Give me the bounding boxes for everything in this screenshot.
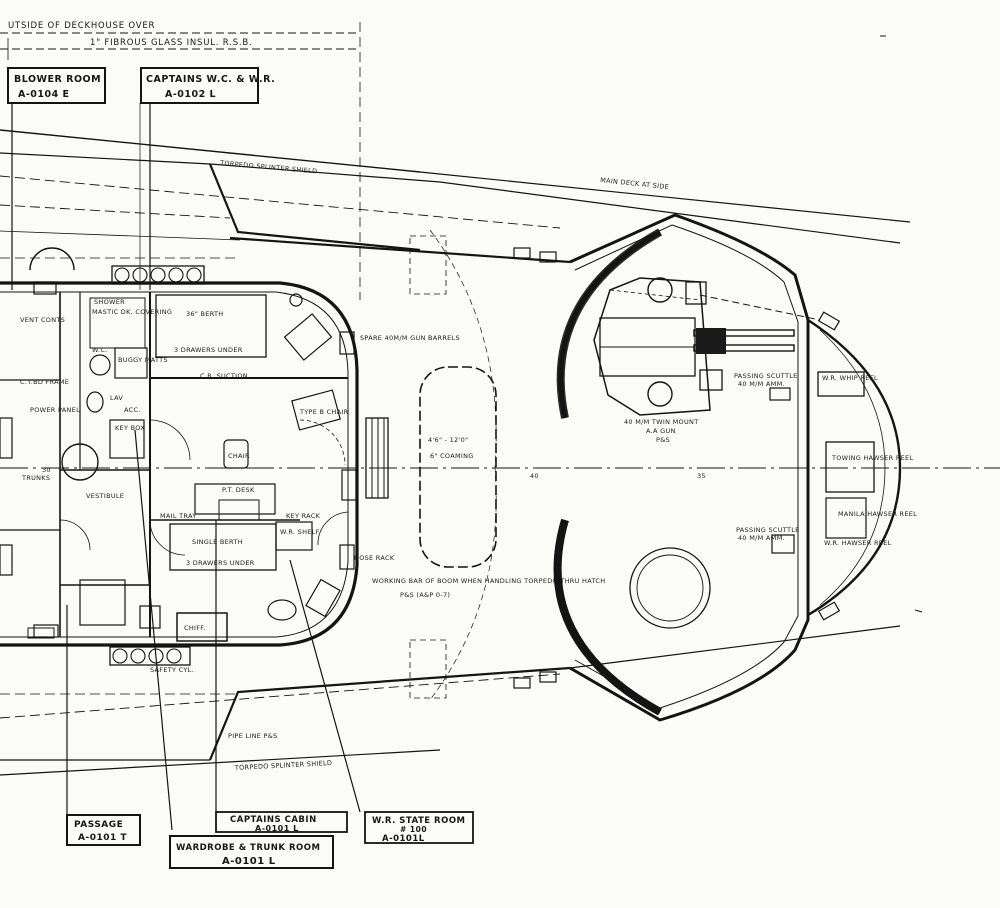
frame-30: 30 — [42, 466, 51, 474]
vestibule-label: VESTIBULE — [86, 492, 124, 500]
passage-box: PASSAGE A-0101 T — [66, 814, 141, 846]
mastic-label: MASTIC DK. COVERING — [92, 308, 172, 316]
chiff-label: CHIFF. — [184, 624, 206, 632]
note-outside-deckhouse: UTSIDE OF DECKHOUSE OVER — [8, 21, 155, 31]
gun-tub: 40 M/M TWIN MOUNT A.A GUN P&S PASSING SC… — [513, 213, 917, 722]
wardrobe-code: A-0101 L — [222, 856, 276, 867]
cr-suction-label: C.R. SUCTION — [200, 372, 248, 380]
buggy-matts-label: BUGGY MATTS — [118, 356, 168, 364]
spare-barrels-label: SPARE 40M/M GUN BARRELS — [360, 334, 460, 342]
berth36-label: 36" BERTH — [186, 310, 224, 318]
shower-label: SHOWER — [94, 298, 125, 306]
key-rack-label: KEY RACK — [286, 512, 321, 520]
wr-shelf-label: W.R. SHELF — [280, 528, 320, 536]
wardrobe-title: WARDROBE & TRUNK ROOM — [176, 843, 320, 853]
deckhouse-labels: SHOWER MASTIC DK. COVERING 36" BERTH 3 D… — [20, 298, 605, 674]
single-berth-label: SINGLE BERTH — [192, 538, 243, 546]
mail-tray-label: MAIL TRAY — [160, 512, 197, 520]
gun-title: 40 M/M TWIN MOUNT — [624, 418, 698, 426]
wr-hawser-label: W.R. HAWSER REEL — [824, 539, 892, 547]
gun-sub: A.A GUN — [646, 427, 676, 435]
vent-conts-label: VENT CONTS — [20, 316, 65, 324]
captains-wc-box: CAPTAINS W.C. & W.R. A-0102 L — [140, 67, 275, 104]
main-deck-at-side-label: MAIN DECK AT SIDE — [600, 176, 670, 191]
wr-whip-label: W.R. WHIP REEL — [822, 374, 878, 382]
captains-wc-code: A-0102 L — [165, 89, 216, 100]
pt-desk-label: P.T. DESK — [222, 486, 255, 494]
working-bar-label: WORKING BAR OF BOOM WHEN HANDLING TORPED… — [372, 577, 605, 585]
drawers-under-label: 3 DRAWERS UNDER — [174, 346, 243, 354]
bottom-leaders — [66, 429, 361, 831]
wr-state-room-code: A-0101L — [382, 834, 425, 844]
passage-code: A-0101 T — [78, 833, 127, 843]
acc-label: ACC. — [124, 406, 141, 414]
bottom-bitts — [109, 646, 191, 666]
manila-label: MANILA HAWSER REEL — [838, 510, 917, 518]
drawers-under2-label: 3 DRAWERS UNDER — [186, 559, 255, 567]
lav-label: LAV — [110, 394, 123, 402]
safety-cyl-label: SAFETY CYL. — [150, 666, 194, 674]
pipe-line-label: PIPE LINE P&S — [228, 732, 278, 740]
blower-room-title: BLOWER ROOM — [14, 74, 101, 85]
captains-cabin-title: CAPTAINS CABIN — [230, 815, 317, 825]
note-fibrous-glass: 1" FIBROUS GLASS INSUL. R.S.B. — [90, 38, 253, 48]
passing-scuttle-top2: 40 M/M AMM. — [738, 380, 785, 388]
frame-35: 35 — [697, 472, 706, 480]
captains-cabin-box: CAPTAINS CABIN A-0101 L — [215, 811, 348, 833]
captains-cabin-code: A-0101 L — [255, 824, 299, 833]
coaming-label: 6" COAMING — [430, 452, 474, 460]
passing-scuttle-bot: PASSING SCUTTLE — [736, 526, 800, 534]
hose-rack-label: HOSE RACK — [354, 554, 395, 562]
towing-label: TOWING HAWSER REEL — [831, 454, 913, 462]
torpedo-shield-top-label: TORPEDO SPLINTER SHIELD — [219, 159, 318, 176]
top-bitts — [111, 265, 205, 285]
captains-wc-title: CAPTAINS W.C. & W.R. — [146, 74, 275, 85]
top-header-notes: UTSIDE OF DECKHOUSE OVER 1" FIBROUS GLAS… — [0, 21, 361, 300]
power-panel-label: POWER PANEL — [30, 406, 80, 414]
blower-room-code: A-0104 E — [18, 89, 70, 100]
wr-state-room-num: # 100 — [400, 825, 427, 834]
gun-side: P&S — [656, 436, 670, 444]
deckhouse — [0, 247, 389, 666]
wr-state-room-box: W.R. STATE ROOM # 100 A-0101L — [364, 811, 474, 844]
type-chair-label: TYPE B CHAIR — [299, 408, 349, 416]
trunks-label: TRUNKS — [21, 474, 50, 482]
passing-scuttle-bot2: 40 M/M AMM. — [738, 534, 785, 542]
passage-title: PASSAGE — [74, 820, 123, 830]
key-box-label: KEY BOX — [115, 424, 145, 432]
wardrobe-box: WARDROBE & TRUNK ROOM A-0101 L — [169, 835, 334, 869]
frame-40: 40 — [530, 472, 539, 480]
hatch-coaming: 4'6" - 12'0" 6" COAMING — [409, 229, 497, 701]
wc-label: W.C. — [92, 346, 108, 354]
passing-scuttle-top: PASSING SCUTTLE — [734, 372, 798, 380]
ctbd-frame-label: C.T.BD FRAME — [20, 378, 69, 386]
coaming-dims: 4'6" - 12'0" — [428, 436, 468, 444]
blower-room-box: BLOWER ROOM A-0104 E — [7, 67, 106, 104]
wr-state-room-title: W.R. STATE ROOM — [372, 816, 466, 826]
chair-label: CHAIR — [228, 452, 250, 460]
ps-note-label: P&S (A&P 0-7) — [400, 591, 450, 599]
